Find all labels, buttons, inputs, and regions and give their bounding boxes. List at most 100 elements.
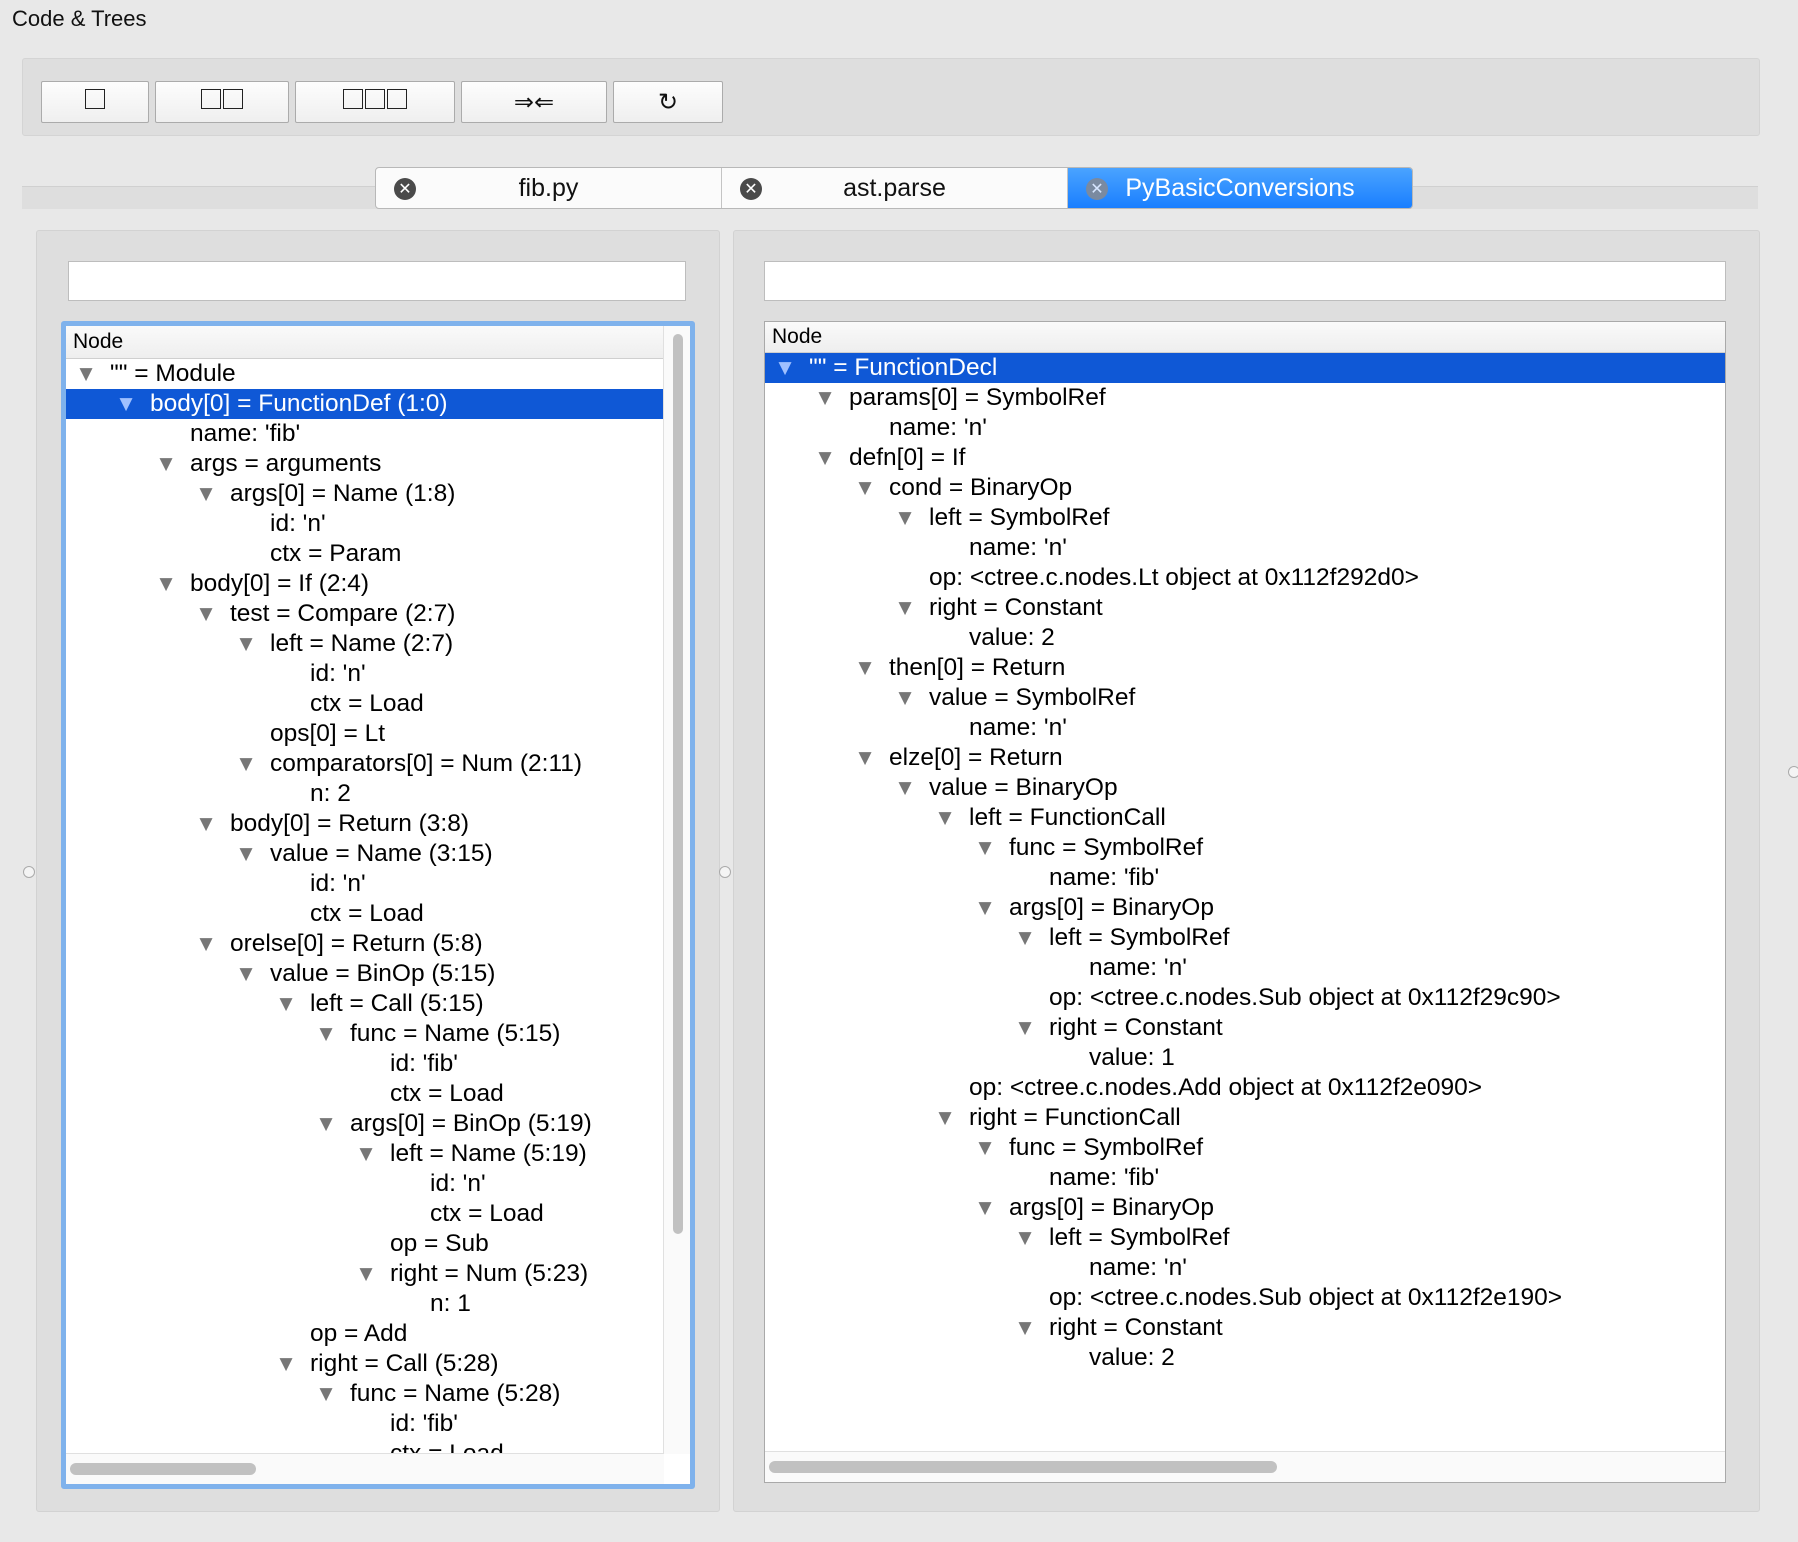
left-vertical-scroll-thumb[interactable] [673,334,683,1234]
tab-pybasicconversions[interactable]: ✕ PyBasicConversions [1068,168,1412,208]
disclosure-triangle-icon[interactable]: ▼ [938,808,952,828]
disclosure-triangle-icon[interactable]: ▼ [898,688,912,708]
right-filter-input[interactable] [764,261,1726,301]
tree-row[interactable]: name: 'fib' [765,1163,1725,1193]
tree-row[interactable]: ▼args[0] = BinOp (5:19) [66,1109,690,1139]
tree-row[interactable]: id: 'n' [66,1169,690,1199]
disclosure-triangle-icon[interactable]: ▼ [79,364,93,384]
tree-row[interactable]: ▼orelse[0] = Return (5:8) [66,929,690,959]
tree-row[interactable]: value: 1 [765,1043,1725,1073]
disclosure-triangle-icon[interactable]: ▼ [978,838,992,858]
disclosure-triangle-icon[interactable]: ▼ [319,1024,333,1044]
left-horizontal-scrollbar[interactable] [66,1453,664,1484]
disclosure-triangle-icon[interactable]: ▼ [159,574,173,594]
disclosure-triangle-icon[interactable]: ▼ [239,964,253,984]
left-outline-view[interactable]: Node ▼"" = Module▼body[0] = FunctionDef … [61,321,695,1489]
disclosure-triangle-icon[interactable]: ▼ [239,844,253,864]
tree-row[interactable]: id: 'n' [66,509,690,539]
close-tab-icon[interactable]: ✕ [1086,178,1108,200]
tree-row[interactable]: ▼elze[0] = Return [765,743,1725,773]
disclosure-triangle-icon[interactable]: ▼ [1018,928,1032,948]
tree-row[interactable]: op: <ctree.c.nodes.Sub object at 0x112f2… [765,983,1725,1013]
tree-row[interactable]: ▼test = Compare (2:7) [66,599,690,629]
tree-row[interactable]: ▼right = Constant [765,1013,1725,1043]
tree-row[interactable]: op: <ctree.c.nodes.Sub object at 0x112f2… [765,1283,1725,1313]
tree-row[interactable]: ▼left = SymbolRef [765,1223,1725,1253]
tree-row[interactable]: ▼left = FunctionCall [765,803,1725,833]
tree-row[interactable]: ▼cond = BinaryOp [765,473,1725,503]
left-vertical-scrollbar[interactable] [663,326,690,1454]
tree-row[interactable]: ▼value = SymbolRef [765,683,1725,713]
left-splitter-handle[interactable] [23,866,35,878]
disclosure-triangle-icon[interactable]: ▼ [898,598,912,618]
disclosure-triangle-icon[interactable]: ▼ [978,1138,992,1158]
disclosure-triangle-icon[interactable]: ▼ [858,478,872,498]
left-column-header[interactable]: Node [66,326,690,359]
disclosure-triangle-icon[interactable]: ▼ [279,1354,293,1374]
tree-row[interactable]: op = Add [66,1319,690,1349]
tree-row[interactable]: name: 'fib' [66,419,690,449]
disclosure-triangle-icon[interactable]: ▼ [199,814,213,834]
tree-row[interactable]: ▼params[0] = SymbolRef [765,383,1725,413]
left-filter-input[interactable] [68,261,686,301]
tree-row[interactable]: ▼right = Call (5:28) [66,1349,690,1379]
tree-row[interactable]: ▼left = SymbolRef [765,923,1725,953]
tree-row[interactable]: ▼comparators[0] = Num (2:11) [66,749,690,779]
tree-row[interactable]: id: 'n' [66,869,690,899]
tree-row[interactable]: id: 'fib' [66,1049,690,1079]
tree-row[interactable]: ▼"" = FunctionDecl [765,353,1725,383]
tree-row[interactable]: ctx = Load [66,689,690,719]
disclosure-triangle-icon[interactable]: ▼ [359,1264,373,1284]
tree-row[interactable]: ops[0] = Lt [66,719,690,749]
disclosure-triangle-icon[interactable]: ▼ [978,898,992,918]
disclosure-triangle-icon[interactable]: ▼ [279,994,293,1014]
tab-ast-parse[interactable]: ✕ ast.parse [722,168,1068,208]
tree-row[interactable]: ctx = Load [66,1079,690,1109]
right-horizontal-scroll-thumb[interactable] [769,1461,1277,1473]
right-outline-view[interactable]: Node ▼"" = FunctionDecl▼params[0] = Symb… [764,321,1726,1483]
disclosure-triangle-icon[interactable]: ▼ [978,1198,992,1218]
disclosure-triangle-icon[interactable]: ▼ [938,1108,952,1128]
layout-one-pane-button[interactable] [41,81,149,123]
disclosure-triangle-icon[interactable]: ▼ [359,1144,373,1164]
disclosure-triangle-icon[interactable]: ▼ [319,1384,333,1404]
tree-row[interactable]: id: 'fib' [66,1409,690,1439]
tree-row[interactable]: ▼func = Name (5:15) [66,1019,690,1049]
tree-row[interactable]: ▼left = Name (5:19) [66,1139,690,1169]
tree-row[interactable]: name: 'n' [765,953,1725,983]
disclosure-triangle-icon[interactable]: ▼ [239,754,253,774]
tree-row[interactable]: ▼value = Name (3:15) [66,839,690,869]
tree-row[interactable]: ▼func = SymbolRef [765,833,1725,863]
disclosure-triangle-icon[interactable]: ▼ [898,508,912,528]
sync-panes-button[interactable]: ⇒⇐ [461,81,607,123]
layout-three-panes-button[interactable] [295,81,455,123]
layout-two-panes-button[interactable] [155,81,289,123]
right-splitter-handle[interactable] [1788,766,1798,778]
tree-row[interactable]: name: 'fib' [765,863,1725,893]
disclosure-triangle-icon[interactable]: ▼ [239,634,253,654]
tree-row[interactable]: ▼left = Name (2:7) [66,629,690,659]
tree-row[interactable]: n: 2 [66,779,690,809]
tree-row[interactable]: value: 2 [765,1343,1725,1373]
middle-splitter-handle[interactable] [719,866,731,878]
tree-row[interactable]: ▼left = Call (5:15) [66,989,690,1019]
tree-row[interactable]: op: <ctree.c.nodes.Add object at 0x112f2… [765,1073,1725,1103]
disclosure-triangle-icon[interactable]: ▼ [1018,1228,1032,1248]
tree-row[interactable]: value: 2 [765,623,1725,653]
tree-row[interactable]: name: 'n' [765,533,1725,563]
close-tab-icon[interactable]: ✕ [740,178,762,200]
tree-row[interactable]: ▼left = SymbolRef [765,503,1725,533]
tree-row[interactable]: name: 'n' [765,713,1725,743]
tree-row[interactable]: name: 'n' [765,413,1725,443]
disclosure-triangle-icon[interactable]: ▼ [159,454,173,474]
tree-row[interactable]: ▼defn[0] = If [765,443,1725,473]
tree-row[interactable]: n: 1 [66,1289,690,1319]
tree-row[interactable]: ▼body[0] = Return (3:8) [66,809,690,839]
refresh-button[interactable]: ↻ [613,81,723,123]
disclosure-triangle-icon[interactable]: ▼ [199,484,213,504]
tab-fib-py[interactable]: ✕ fib.py [376,168,722,208]
tree-row[interactable]: ▼args[0] = Name (1:8) [66,479,690,509]
tree-row[interactable]: ▼right = Num (5:23) [66,1259,690,1289]
disclosure-triangle-icon[interactable]: ▼ [199,604,213,624]
tree-row[interactable]: op = Sub [66,1229,690,1259]
